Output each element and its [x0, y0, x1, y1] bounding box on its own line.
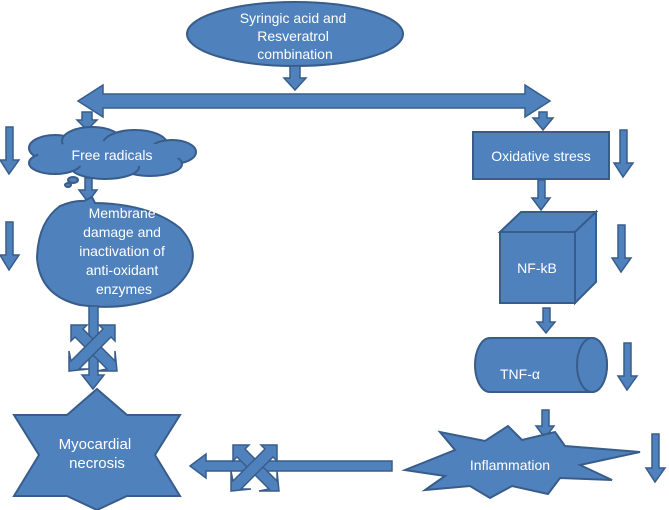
right-side-arrow-3 — [616, 342, 639, 392]
inflammation-node — [401, 424, 641, 500]
combination-down-arrow — [282, 65, 308, 92]
membrane-damage-label: Membrane damage and inactivation of anti… — [79, 205, 169, 297]
oxidative-stress-down-arrow — [530, 179, 552, 212]
membrane-block-x-icon — [68, 324, 118, 372]
nfkb-down-arrow — [535, 307, 557, 335]
tnf-label: TNF-α — [500, 366, 540, 382]
combination-label: Syringic acid and Resveratrol combinatio… — [240, 10, 351, 62]
free-radicals-node — [28, 126, 197, 188]
tnf-node — [474, 337, 608, 393]
myocardial-necrosis-node — [12, 387, 182, 510]
left-side-arrow-2 — [0, 221, 21, 272]
membrane-damage-node — [35, 195, 194, 308]
right-side-arrow-4 — [644, 433, 667, 484]
myocardial-necrosis-label: Myocardial necrosis — [59, 436, 136, 472]
oxidative-stress-label: Oxidative stress — [491, 148, 591, 164]
left-branch-arrow — [75, 111, 99, 132]
left-side-arrow-1 — [0, 126, 21, 176]
right-side-arrow-1 — [612, 129, 635, 179]
nfkb-node — [497, 209, 599, 306]
inflammation-to-necrosis-arrow — [188, 452, 393, 480]
right-branch-arrow — [531, 111, 555, 132]
split-double-arrow — [76, 83, 552, 119]
tnf-down-arrow — [534, 409, 556, 440]
inflammation-label: Inflammation — [470, 457, 550, 473]
right-side-arrow-2 — [610, 224, 633, 274]
free-radicals-label: Free radicals — [72, 147, 153, 163]
inflammation-block-x-icon — [230, 444, 280, 492]
nfkb-label: NF-kB — [517, 260, 557, 276]
oxidative-stress-node — [472, 131, 610, 180]
